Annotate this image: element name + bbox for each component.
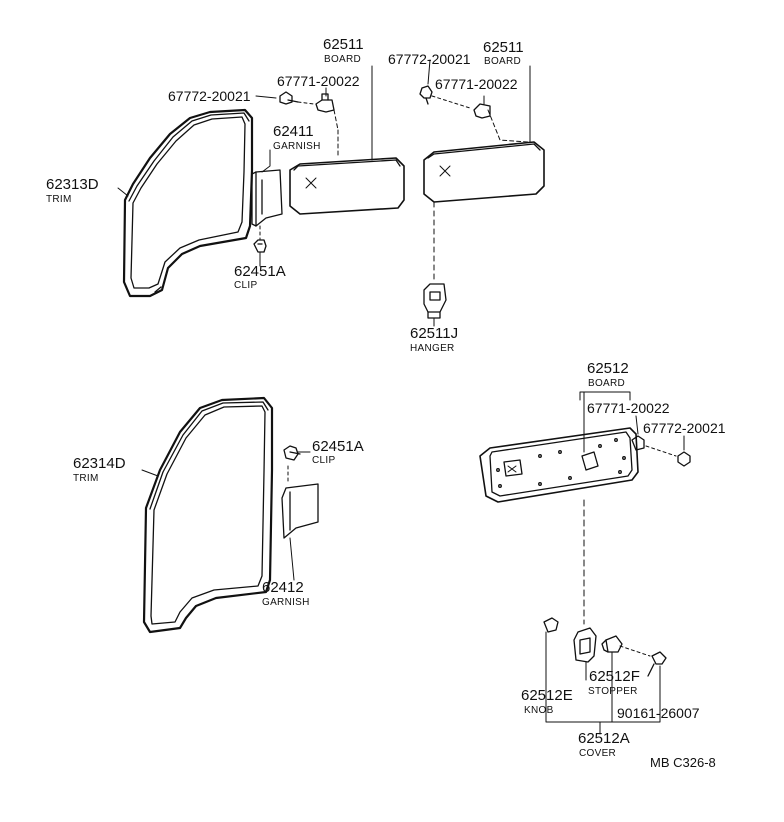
part-name-clip-top: CLIP xyxy=(234,280,258,291)
garnish-62412-drawing xyxy=(281,483,319,539)
board-62511-left-drawing xyxy=(289,157,405,215)
clip-62451A-bottom-drawing xyxy=(283,445,301,461)
board-62511-right-drawing xyxy=(423,141,545,203)
part-name-knob: KNOB xyxy=(524,705,554,716)
part-number-62512F: 62512F xyxy=(589,668,640,685)
part-number-62314D: 62314D xyxy=(73,455,126,472)
stopper-62512F-drawing xyxy=(601,635,623,653)
part-name-board-right: BOARD xyxy=(484,56,522,67)
screw-67772-mid-drawing xyxy=(419,85,433,105)
hanger-62511J-drawing xyxy=(423,283,447,319)
part-number-62511-left: 62511 xyxy=(323,36,364,53)
part-name-trim-62313D: TRIM xyxy=(46,194,72,205)
part-name-stopper: STOPPER xyxy=(588,686,638,697)
screw-67772-board2-drawing xyxy=(677,451,691,467)
part-number-62511-right: 62511 xyxy=(483,39,524,56)
part-number-62512: 62512 xyxy=(587,360,629,377)
part-number-67771-right: 67771-20022 xyxy=(435,76,518,92)
part-number-62511J: 62511J xyxy=(410,325,459,342)
part-number-67772-mid: 67772-20021 xyxy=(388,51,471,67)
cover-62512A-drawing xyxy=(573,627,597,663)
knob-62512E-drawing xyxy=(543,617,559,633)
garnish-62411-drawing xyxy=(251,169,283,227)
part-name-garnish-62411: GARNISH xyxy=(273,141,321,152)
part-name-hanger: HANGER xyxy=(410,343,455,354)
part-name-trim-62314D: TRIM xyxy=(73,473,99,484)
trim-62313D-drawing xyxy=(122,108,254,298)
clip-67771-left-drawing xyxy=(315,93,335,113)
part-number-67771-board2: 67771-20022 xyxy=(587,400,670,416)
part-name-board-62512: BOARD xyxy=(588,378,626,389)
part-number-90161: 90161-26007 xyxy=(617,705,700,721)
part-name-cover: COVER xyxy=(579,748,617,759)
part-number-62512A: 62512A xyxy=(578,730,630,747)
part-number-62411: 62411 xyxy=(273,123,314,140)
trim-62314D-drawing xyxy=(142,396,274,634)
part-name-clip-bottom: CLIP xyxy=(312,455,336,466)
screw-67772-left-drawing xyxy=(279,91,299,105)
part-number-62313D: 62313D xyxy=(46,176,99,193)
clip-67771-right-drawing xyxy=(473,103,491,119)
screw-90161-drawing xyxy=(647,651,667,677)
part-number-67772-board2: 67772-20021 xyxy=(643,420,726,436)
clip-62451A-top-drawing xyxy=(253,239,267,253)
part-number-62512E: 62512E xyxy=(521,687,573,704)
clip-67771-board2-drawing xyxy=(631,435,645,451)
part-number-62451A-top: 62451A xyxy=(234,263,286,280)
diagram-code: MB C326-8 xyxy=(650,755,716,770)
part-name-board-left: BOARD xyxy=(324,54,362,65)
board-62512-drawing xyxy=(479,427,639,503)
part-number-62412: 62412 xyxy=(262,579,304,596)
part-number-62451A-bottom: 62451A xyxy=(312,438,364,455)
part-number-67772-left: 67772-20021 xyxy=(168,88,251,104)
part-number-67771-left: 67771-20022 xyxy=(277,73,360,89)
part-name-garnish-62412: GARNISH xyxy=(262,597,310,608)
